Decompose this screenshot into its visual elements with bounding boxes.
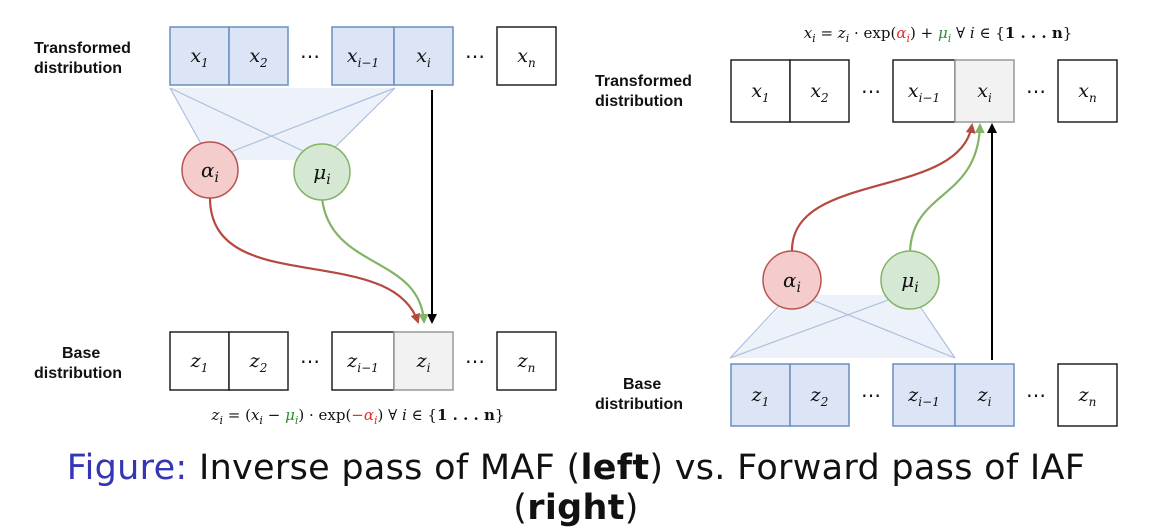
caption-text-2: ) vs. Forward pass of IAF ( xyxy=(513,448,1086,528)
right-transformed-ellipsis: … xyxy=(1026,74,1046,98)
right-transformed-cell-box xyxy=(1057,59,1118,123)
left-base-cell-box xyxy=(169,331,230,391)
left-transformed-cell-box xyxy=(393,26,454,86)
figure-stage: Transformed distribution Base distributi… xyxy=(34,24,1118,528)
left-base-cell-label: zi−1 xyxy=(346,350,379,375)
caption-bold-right: right xyxy=(527,488,625,528)
caption-text-3: ) xyxy=(624,488,639,528)
left-transformed-cell-label: x1 xyxy=(190,45,208,70)
right-transformed-cell-label: x2 xyxy=(810,80,828,105)
left-base-ellipsis: … xyxy=(300,344,320,368)
left-transformed-cell-label: xi xyxy=(416,45,431,70)
right-fan-fill xyxy=(730,295,955,358)
caption-prefix: Figure: xyxy=(66,448,188,488)
right-base-cell-label: zn xyxy=(1078,384,1097,409)
right-base-cell-box xyxy=(789,363,850,427)
left-base-label-1: Base xyxy=(62,345,100,362)
left-transformed-ellipsis: … xyxy=(300,39,320,63)
right-alpha-label: αi xyxy=(783,268,801,296)
caption-text-1: Inverse pass of MAF ( xyxy=(187,448,581,488)
left-fan-fill xyxy=(170,88,395,160)
left-transformed-label-2: distribution xyxy=(34,60,122,77)
right-base-cell-box xyxy=(892,363,956,427)
right-panel: xi = zi · exp(αi) + μi ∀ i ∈ {1 . . . n}… xyxy=(595,24,1118,427)
right-transformed-cell-box xyxy=(789,59,850,123)
left-base-cell-label: zn xyxy=(517,350,536,375)
left-base-row: z1 z2 … zi−1 zi … zn xyxy=(169,331,557,391)
right-transformed-cell-label: xi−1 xyxy=(908,80,940,105)
left-transformed-cell-box xyxy=(169,26,230,86)
left-alpha-node xyxy=(181,141,239,199)
right-formula: xi = zi · exp(αi) + μi ∀ i ∈ {1 . . . n} xyxy=(804,24,1073,45)
left-mu-node xyxy=(293,143,351,201)
right-base-cell-label: z1 xyxy=(751,384,770,409)
right-fan-lines xyxy=(729,291,956,359)
right-alpha-arrow xyxy=(790,123,976,253)
right-mu-label: μi xyxy=(901,268,918,296)
left-transformed-cell-box xyxy=(496,26,557,86)
left-panel: Transformed distribution Base distributi… xyxy=(34,26,557,427)
right-transformed-cell-label: xn xyxy=(1078,80,1096,105)
right-transformed-cell-label: xi xyxy=(977,80,992,105)
right-base-label-1: Base xyxy=(623,376,661,393)
left-transformed-cell-box xyxy=(228,26,289,86)
right-base-label-2: distribution xyxy=(595,396,683,413)
left-mu-arrow xyxy=(320,197,429,324)
right-transformed-cell-box xyxy=(954,59,1015,123)
left-transformed-label-1: Transformed xyxy=(34,40,131,57)
right-transformed-label-1: Transformed xyxy=(595,73,692,90)
left-base-cell-box xyxy=(393,331,454,391)
left-base-cell-label: z1 xyxy=(190,350,209,375)
left-base-cell-label: zi xyxy=(416,350,431,375)
left-base-cell-label: z2 xyxy=(249,350,268,375)
right-base-cell-box xyxy=(954,363,1015,427)
left-base-ellipsis: … xyxy=(465,344,485,368)
right-transformed-ellipsis: … xyxy=(861,74,881,98)
right-base-row: z1 z2 … zi−1 zi … zn xyxy=(730,363,1118,427)
left-transformed-cell-label: xi−1 xyxy=(347,45,379,70)
left-base-label-2: distribution xyxy=(34,365,122,382)
right-transformed-cell-label: x1 xyxy=(751,80,769,105)
left-transformed-cell-box xyxy=(331,26,395,86)
left-base-cell-box xyxy=(331,331,395,391)
right-transformed-row: x1 x2 … xi−1 xi … xn xyxy=(730,59,1118,123)
left-alpha-arrow xyxy=(208,195,421,324)
right-base-ellipsis: … xyxy=(1026,378,1046,402)
right-base-cell-box xyxy=(730,363,791,427)
left-alpha-label: αi xyxy=(201,158,219,186)
left-base-cell-box xyxy=(228,331,289,391)
right-transformed-cell-box xyxy=(892,59,956,123)
maf-iaf-diagram: Transformed distribution Base distributi… xyxy=(34,24,1118,427)
right-base-cell-label: z2 xyxy=(810,384,829,409)
caption-bold-left: left xyxy=(580,448,650,488)
left-transformed-row: x1 x2 … xi−1 xi … xn xyxy=(169,26,557,86)
right-base-cell-label: zi xyxy=(977,384,992,409)
right-mu-arrow xyxy=(908,123,985,253)
left-transformed-cell-label: x2 xyxy=(249,45,267,70)
right-alpha-node xyxy=(762,250,822,310)
right-base-cell-label: zi−1 xyxy=(907,384,940,409)
right-base-cell-box xyxy=(1057,363,1118,427)
left-formula: zi = (xi − μi) · exp(−αi) ∀ i ∈ {1 . . .… xyxy=(211,406,505,427)
right-transformed-cell-box xyxy=(730,59,791,123)
right-mu-node xyxy=(880,250,940,310)
figure-caption: Figure: Inverse pass of MAF (left) vs. F… xyxy=(0,448,1152,528)
left-mu-label: μi xyxy=(313,160,330,188)
right-transformed-label-2: distribution xyxy=(595,93,683,110)
right-base-ellipsis: … xyxy=(861,378,881,402)
left-transformed-cell-label: xn xyxy=(517,45,535,70)
left-transformed-ellipsis: … xyxy=(465,39,485,63)
left-base-cell-box xyxy=(496,331,557,391)
